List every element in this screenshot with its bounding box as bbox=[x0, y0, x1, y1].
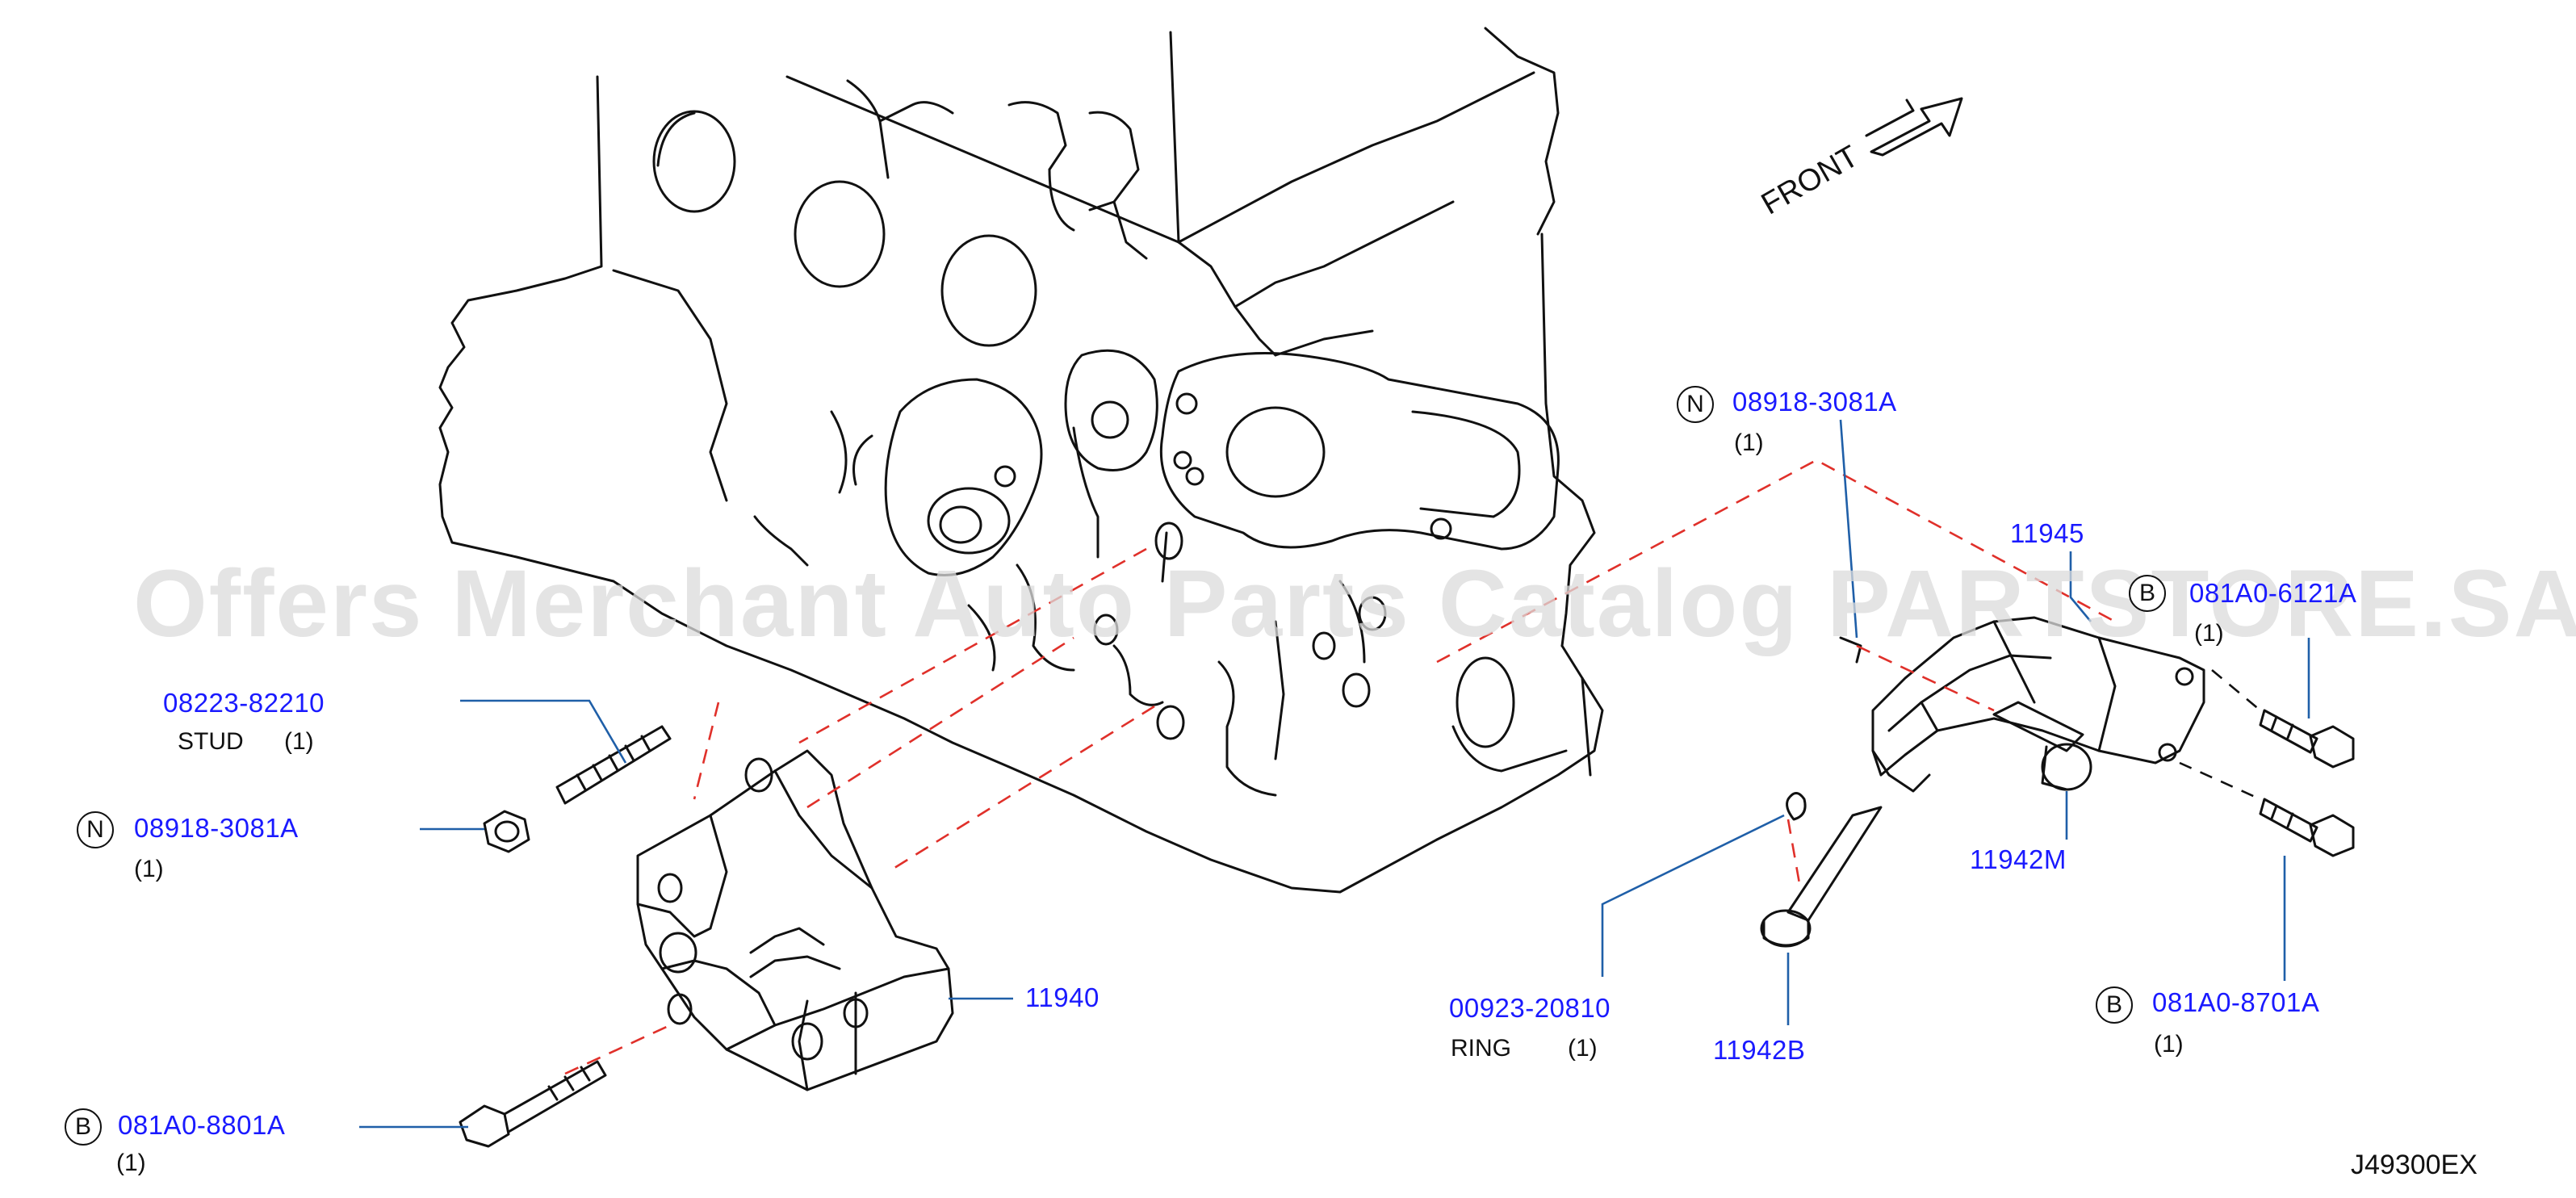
part-qty-bolt-6121: (1) bbox=[2194, 620, 2224, 647]
part-number-bolt-6121[interactable]: 081A0-6121A bbox=[2189, 578, 2357, 608]
part-number-nut-left[interactable]: 08918-3081A bbox=[134, 813, 299, 843]
part-number-bolt-8801[interactable]: 081A0-8801A bbox=[118, 1110, 286, 1140]
watermark-text: Offers Merchant Auto Parts Catalog PARTS… bbox=[133, 551, 2576, 657]
part-qty-ring: (1) bbox=[1568, 1035, 1598, 1062]
badge-n-left: N bbox=[77, 811, 114, 848]
part-number-nut-right[interactable]: 08918-3081A bbox=[1732, 387, 1897, 417]
badge-n-right: N bbox=[1677, 386, 1714, 423]
diagram-code: J49300EX bbox=[2351, 1150, 2478, 1180]
part-number-bolt-8701[interactable]: 081A0-8701A bbox=[2152, 987, 2320, 1017]
part-number-ring[interactable]: 00923-20810 bbox=[1449, 993, 1611, 1023]
part-number-11942B[interactable]: 11942B bbox=[1713, 1035, 1806, 1065]
part-qty-nut-right: (1) bbox=[1734, 429, 1764, 456]
part-desc-stud: STUD bbox=[178, 728, 244, 755]
part-qty-nut-left: (1) bbox=[134, 856, 164, 882]
part-qty-bolt-8701: (1) bbox=[2154, 1031, 2184, 1058]
part-qty-bolt-8801: (1) bbox=[116, 1150, 146, 1176]
part-qty-stud: (1) bbox=[284, 728, 314, 755]
part-number-11942M[interactable]: 11942M bbox=[1970, 844, 2067, 874]
badge-b-lower-right: B bbox=[2096, 986, 2133, 1024]
badge-b-bottom-left: B bbox=[65, 1108, 102, 1146]
part-desc-ring: RING bbox=[1451, 1035, 1511, 1062]
part-number-11945[interactable]: 11945 bbox=[2010, 518, 2084, 548]
part-number-11940[interactable]: 11940 bbox=[1025, 982, 1100, 1012]
badge-b-upper-right: B bbox=[2129, 575, 2166, 612]
part-number-stud[interactable]: 08223-82210 bbox=[163, 688, 325, 718]
